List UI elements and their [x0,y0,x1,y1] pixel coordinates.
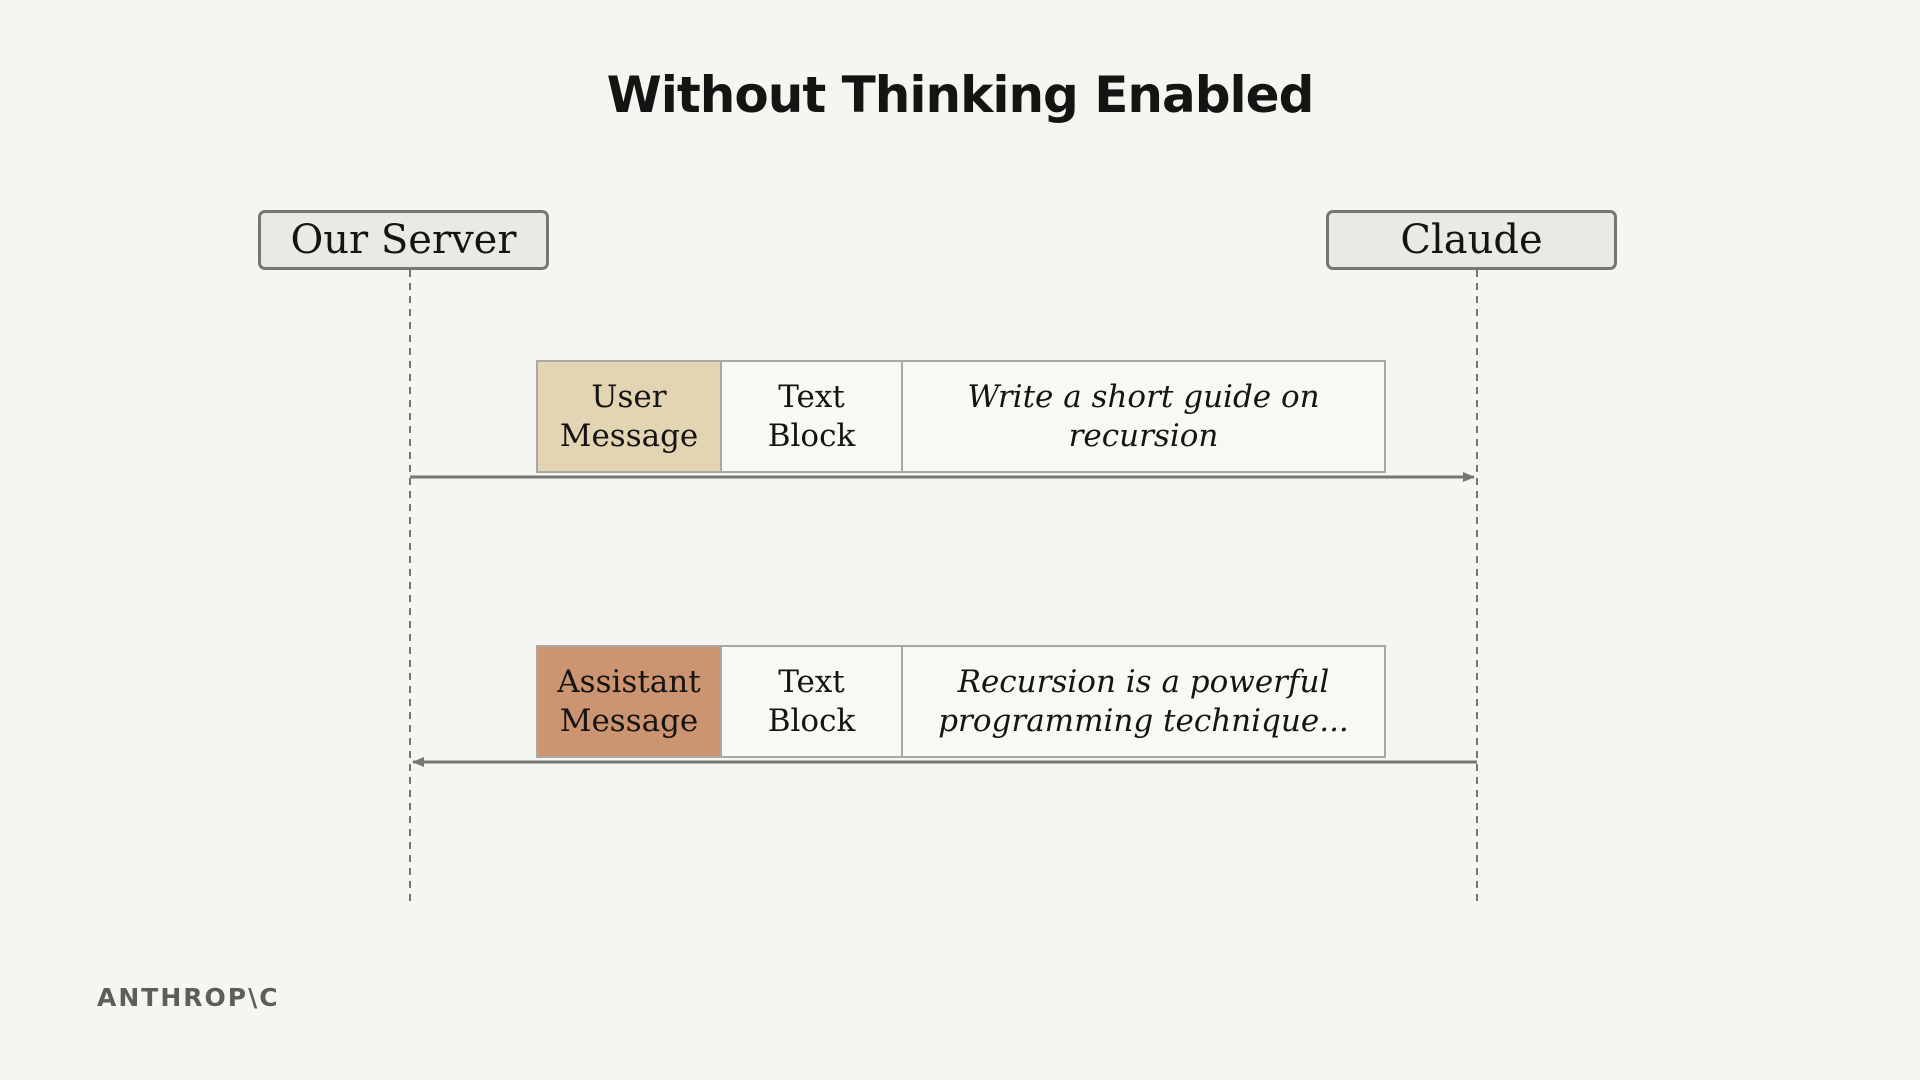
assistant-message-content-cell: Recursion is a powerful programming tech… [903,647,1384,756]
role-label-line2: Message [559,417,699,454]
assistant-message-row: Assistant Message Text Block Recursion i… [536,645,1386,758]
content-line1: Recursion is a powerful [957,663,1330,700]
user-message-row: User Message Text Block Write a short gu… [536,360,1386,473]
role-label-line1: Assistant [557,663,701,700]
user-message-content-cell: Write a short guide on recursion [903,362,1384,471]
block-type-line1: Text [778,378,845,415]
actor-our-server: Our Server [258,210,549,270]
assistant-message-role-cell: Assistant Message [538,647,722,756]
content-line2: programming technique... [938,702,1349,739]
role-label-line1: User [591,378,667,415]
content-line2: recursion [1068,417,1219,454]
diagram-title: Without Thinking Enabled [606,66,1315,124]
content-line1: Write a short guide on [967,378,1320,415]
user-message-role-cell: User Message [538,362,722,471]
block-type-line2: Block [767,417,856,454]
block-type-line1: Text [778,663,845,700]
anthropic-logo: ANTHROP\C [97,983,280,1012]
block-type-line2: Block [767,702,856,739]
assistant-message-block-type-cell: Text Block [722,647,903,756]
user-message-block-type-cell: Text Block [722,362,903,471]
role-label-line2: Message [559,702,699,739]
actor-claude: Claude [1326,210,1617,270]
